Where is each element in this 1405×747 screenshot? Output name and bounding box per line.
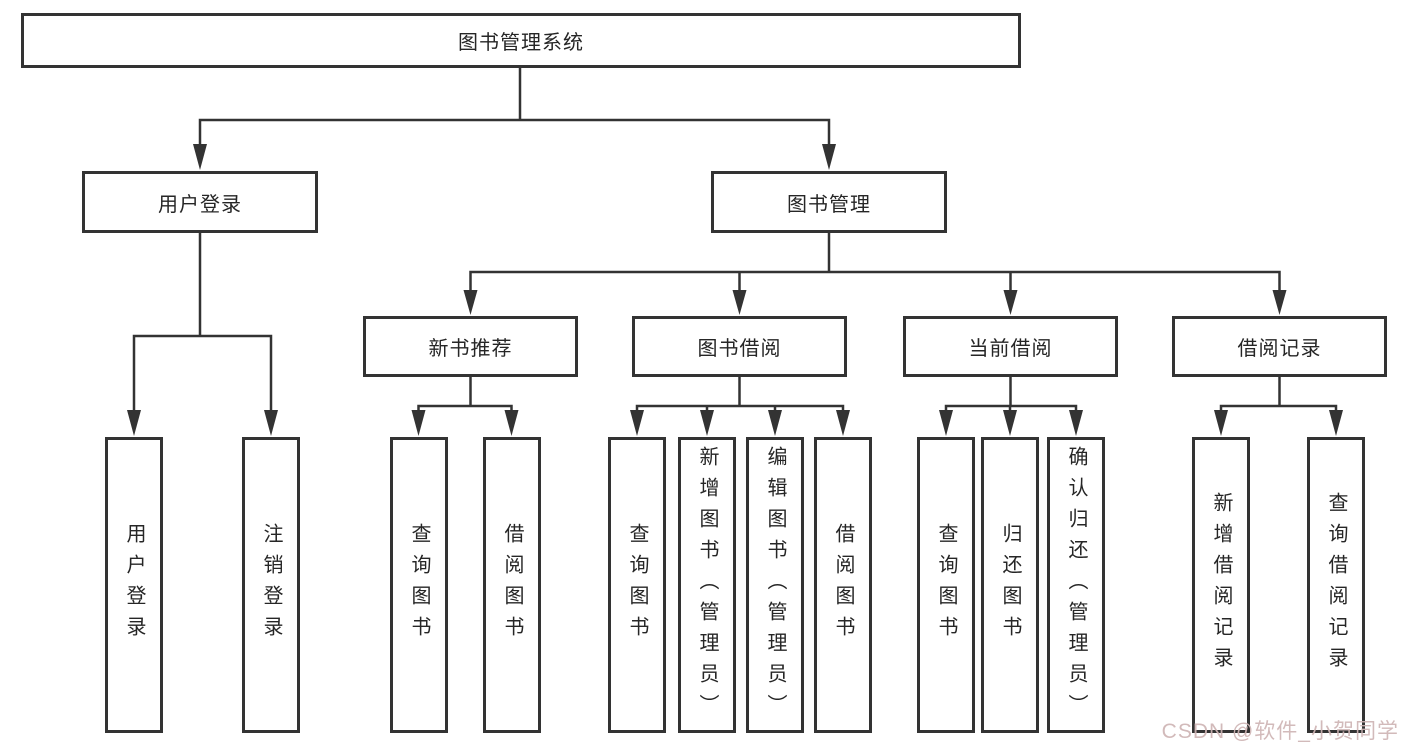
leaf-label: 编辑图书（管理员） (764, 445, 786, 725)
leaf-label: 新增借阅记录 (1210, 492, 1232, 678)
arrow-down-icon (939, 410, 953, 436)
leaf-borrow-books-1: 借阅图书 (483, 437, 541, 733)
leaf-add-borrow-record: 新增借阅记录 (1192, 437, 1250, 733)
arrow-down-icon (504, 410, 519, 436)
leaf-borrow-books-2: 借阅图书 (814, 437, 872, 733)
leaf-user-login: 用户登录 (105, 437, 163, 733)
leaf-label: 注销登录 (260, 523, 282, 647)
leaf-label: 借阅图书 (501, 523, 523, 647)
node-book-management: 图书管理 (711, 171, 947, 233)
node-borrow-records: 借阅记录 (1172, 316, 1387, 377)
leaf-label: 查询图书 (626, 523, 648, 647)
connector-path (132, 67, 1338, 412)
leaf-label: 查询借阅记录 (1325, 492, 1347, 678)
arrow-down-icon (822, 144, 836, 170)
node-new-book-recommend: 新书推荐 (363, 316, 578, 377)
leaf-label: 归还图书 (999, 523, 1021, 647)
node-label: 图书管理系统 (458, 32, 584, 54)
arrow-down-icon (836, 410, 850, 436)
leaf-query-books-1: 查询图书 (390, 437, 448, 733)
leaf-query-books-3: 查询图书 (917, 437, 975, 733)
arrow-down-icon (193, 144, 207, 170)
leaf-edit-books-admin: 编辑图书（管理员） (746, 437, 804, 733)
arrow-down-icon (264, 410, 278, 436)
leaf-query-books-2: 查询图书 (608, 437, 666, 733)
leaf-label: 确认归还（管理员） (1065, 445, 1087, 725)
arrow-down-icon (1003, 410, 1017, 436)
node-label: 新书推荐 (428, 338, 513, 360)
arrow-down-icon (1069, 410, 1083, 436)
arrow-down-icon (630, 410, 644, 436)
leaf-return-books: 归还图书 (981, 437, 1039, 733)
node-book-borrow: 图书借阅 (632, 316, 847, 377)
leaf-label: 查询图书 (408, 523, 430, 647)
arrow-down-icon (463, 290, 478, 315)
arrow-down-icon (1214, 410, 1228, 436)
arrow-down-icon (768, 410, 782, 436)
leaf-logout: 注销登录 (242, 437, 300, 733)
leaf-label: 新增图书（管理员） (696, 445, 718, 725)
leaf-label: 用户登录 (123, 523, 145, 647)
leaf-confirm-return-admin: 确认归还（管理员） (1047, 437, 1105, 733)
leaf-query-borrow-record: 查询借阅记录 (1307, 437, 1365, 733)
leaf-label: 查询图书 (935, 523, 957, 647)
leaf-add-books-admin: 新增图书（管理员） (678, 437, 736, 733)
node-label: 图书管理 (787, 193, 871, 216)
node-label: 图书借阅 (697, 338, 782, 360)
arrow-down-icon (1329, 410, 1343, 436)
node-root-system: 图书管理系统 (21, 13, 1021, 68)
node-label: 当前借阅 (968, 338, 1053, 360)
arrow-down-icon (1003, 290, 1018, 315)
node-user-login: 用户登录 (82, 171, 318, 233)
arrow-down-icon (127, 410, 141, 436)
arrow-down-icon (732, 290, 747, 315)
arrow-down-icon (1272, 290, 1287, 315)
leaf-label: 借阅图书 (832, 523, 854, 647)
arrow-down-icon (700, 410, 714, 436)
node-label: 借阅记录 (1237, 338, 1322, 360)
arrow-down-icon (411, 410, 426, 436)
node-label: 用户登录 (158, 193, 242, 216)
node-current-borrow: 当前借阅 (903, 316, 1118, 377)
